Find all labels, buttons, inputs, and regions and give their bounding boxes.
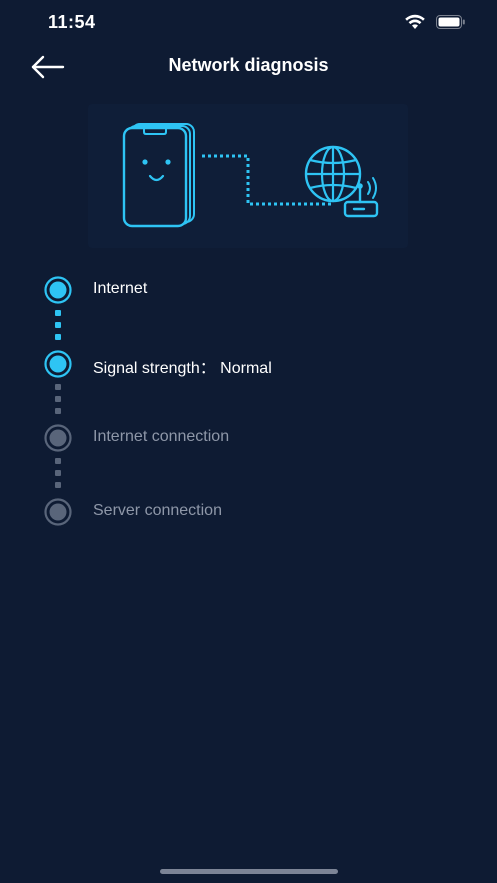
step-label: Signal strength： Normal bbox=[93, 360, 272, 377]
step-connector bbox=[55, 308, 61, 342]
header: Network diagnosis bbox=[0, 46, 497, 88]
arrow-left-icon bbox=[31, 55, 65, 79]
battery-icon bbox=[436, 15, 465, 29]
step-label: Internet connection bbox=[93, 428, 230, 445]
status-time: 11:54 bbox=[48, 12, 96, 32]
step-signal-strength: Signal strength： Normal bbox=[0, 344, 497, 384]
page-title: Network diagnosis bbox=[168, 55, 329, 75]
step-internet-connection: Internet connection bbox=[0, 418, 497, 458]
step-label: Internet bbox=[93, 280, 148, 297]
step-pending-icon bbox=[44, 498, 72, 526]
step-pending-icon bbox=[44, 424, 72, 452]
step-server-connection: Server connection bbox=[0, 492, 497, 532]
step-internet: Internet bbox=[0, 270, 497, 310]
router-icon bbox=[343, 177, 379, 218]
phone-icon bbox=[122, 123, 195, 228]
step-complete-icon bbox=[44, 350, 72, 378]
back-button[interactable] bbox=[28, 52, 68, 82]
status-bar: 11:54 bbox=[0, 0, 497, 46]
step-label: Server connection bbox=[93, 502, 222, 519]
step-connector bbox=[55, 382, 61, 416]
globe-icon bbox=[304, 145, 362, 203]
home-indicator[interactable] bbox=[160, 869, 338, 874]
diagnosis-illustration bbox=[88, 104, 408, 248]
wifi-icon bbox=[405, 14, 425, 29]
step-connector bbox=[55, 456, 61, 490]
step-complete-icon bbox=[44, 276, 72, 304]
